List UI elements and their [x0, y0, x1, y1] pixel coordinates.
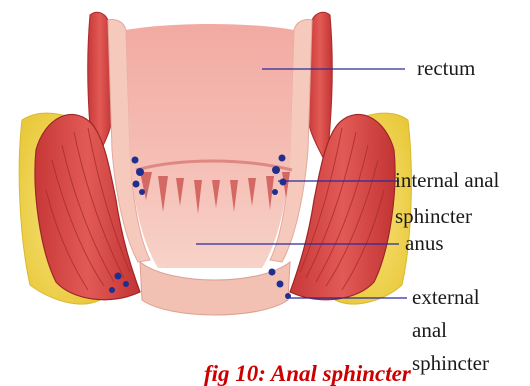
figure-caption: fig 10: Anal sphincter: [204, 362, 411, 385]
rectal-lumen: [126, 24, 294, 268]
label-internal-anal: internal anal: [395, 170, 499, 191]
label-internal-sphincter: sphincter: [395, 206, 472, 227]
anal-sphincter-diagram: rectum internal anal sphincter anus exte…: [0, 0, 530, 378]
label-external-sphincter: sphincter: [412, 353, 489, 374]
anal-canal: [140, 262, 290, 315]
label-anus: anus: [405, 233, 444, 254]
label-rectum: rectum: [417, 58, 475, 79]
label-external-anal: anal: [412, 320, 447, 341]
label-external: external: [412, 287, 480, 308]
